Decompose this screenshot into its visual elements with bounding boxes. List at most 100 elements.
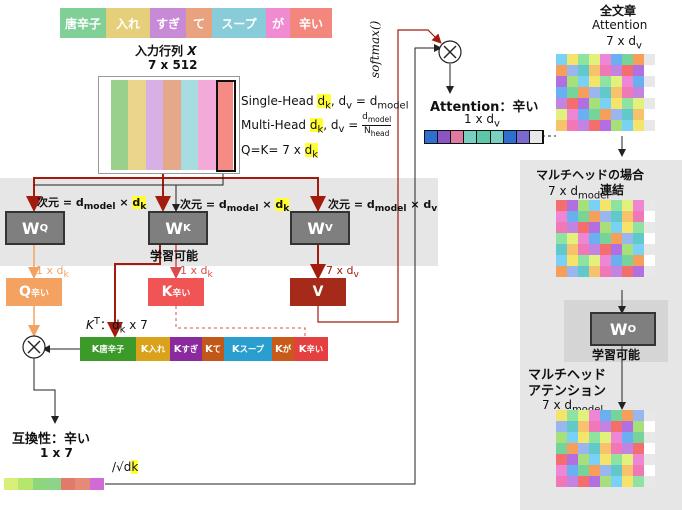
grid-cell (578, 255, 589, 266)
grid-cell (578, 465, 589, 476)
grid-cell (600, 421, 611, 432)
grid-cell (644, 76, 655, 87)
grid-cell (589, 233, 600, 244)
single-head-note: Single-Head dk, dv = dmodel (241, 94, 409, 112)
grid-cell (578, 454, 589, 465)
grid-cell (556, 443, 567, 454)
mha-title-2: アテンション (528, 384, 607, 399)
grid-cell (578, 65, 589, 76)
token-1: 入れ (106, 8, 150, 38)
grid-cell (589, 255, 600, 266)
grid-cell (644, 410, 655, 421)
grid-cell (567, 432, 578, 443)
input-stripe (145, 80, 164, 170)
grid-cell (589, 465, 600, 476)
projection-band (0, 178, 438, 266)
grid-cell (589, 454, 600, 465)
grid-cell (611, 432, 622, 443)
grid-cell (611, 120, 622, 131)
grid-cell (600, 454, 611, 465)
grid-cell (589, 421, 600, 432)
full-attention-dims: 7 x dv (606, 34, 642, 52)
dim-label-v: 次元 = dmodel × dv (328, 198, 438, 215)
attention-cell (516, 131, 530, 143)
compat-cell (18, 478, 33, 490)
attention-cell (503, 131, 517, 143)
grid-cell (611, 233, 622, 244)
grid-cell (622, 465, 633, 476)
grid-cell (567, 410, 578, 421)
input-matrix-dims: 7 x 512 (148, 58, 198, 72)
grid-cell (622, 54, 633, 65)
grid-cell (578, 54, 589, 65)
grid-cell (556, 222, 567, 233)
grid-cell (556, 87, 567, 98)
multi-head-note: Multi-Head dk, dv = dmodel Nhead (241, 112, 392, 138)
grid-cell (589, 98, 600, 109)
grid-cell (556, 200, 567, 211)
grid-cell (578, 87, 589, 98)
token-3: て (186, 8, 212, 38)
input-stripe (180, 80, 199, 170)
grid-cell (567, 222, 578, 233)
grid-cell (567, 244, 578, 255)
grid-cell (633, 421, 644, 432)
compat-cell (89, 478, 104, 490)
grid-cell (578, 244, 589, 255)
grid-cell (622, 211, 633, 222)
grid-cell (622, 443, 633, 454)
compat-cell (61, 478, 76, 490)
grid-cell (611, 98, 622, 109)
grid-cell (644, 120, 655, 131)
grid-cell (611, 255, 622, 266)
grid-cell (622, 476, 633, 487)
attention-bar (424, 130, 544, 144)
grid-cell (622, 120, 633, 131)
grid-cell (644, 421, 655, 432)
grid-cell (589, 120, 600, 131)
grid-cell (600, 120, 611, 131)
grid-cell (600, 476, 611, 487)
wo-learnable-label: 学習可能 (592, 348, 641, 362)
grid-cell (644, 200, 655, 211)
grid-cell (556, 120, 567, 131)
multihead-title: マルチヘッドの場合 (536, 168, 645, 182)
grid-cell (622, 222, 633, 233)
token-5: が (266, 8, 290, 38)
grid-cell (578, 410, 589, 421)
grid-cell (567, 120, 578, 131)
grid-cell (600, 465, 611, 476)
k-dims-label: 1 x dk (180, 264, 213, 281)
grid-cell (589, 54, 600, 65)
grid-cell (556, 410, 567, 421)
grid-cell (556, 244, 567, 255)
grid-cell (644, 65, 655, 76)
input-stripe (215, 80, 233, 170)
grid-cell (578, 200, 589, 211)
grid-cell (589, 109, 600, 120)
grid-cell (589, 432, 600, 443)
grid-cell (633, 255, 644, 266)
grid-cell (622, 87, 633, 98)
grid-cell (600, 98, 611, 109)
grid-cell (633, 222, 644, 233)
token-2: すぎ (150, 8, 186, 38)
grid-cell (600, 222, 611, 233)
token-4: スープ (212, 8, 266, 38)
grid-cell (622, 65, 633, 76)
grid-cell (622, 432, 633, 443)
grid-cell (622, 98, 633, 109)
full-attention-subtitle: Attention (592, 18, 648, 32)
grid-cell (644, 432, 655, 443)
grid-cell (611, 200, 622, 211)
input-matrix (98, 76, 240, 174)
grid-cell (633, 443, 644, 454)
concat-dims: 7 x dmodel (548, 184, 610, 202)
grid-cell (611, 266, 622, 277)
